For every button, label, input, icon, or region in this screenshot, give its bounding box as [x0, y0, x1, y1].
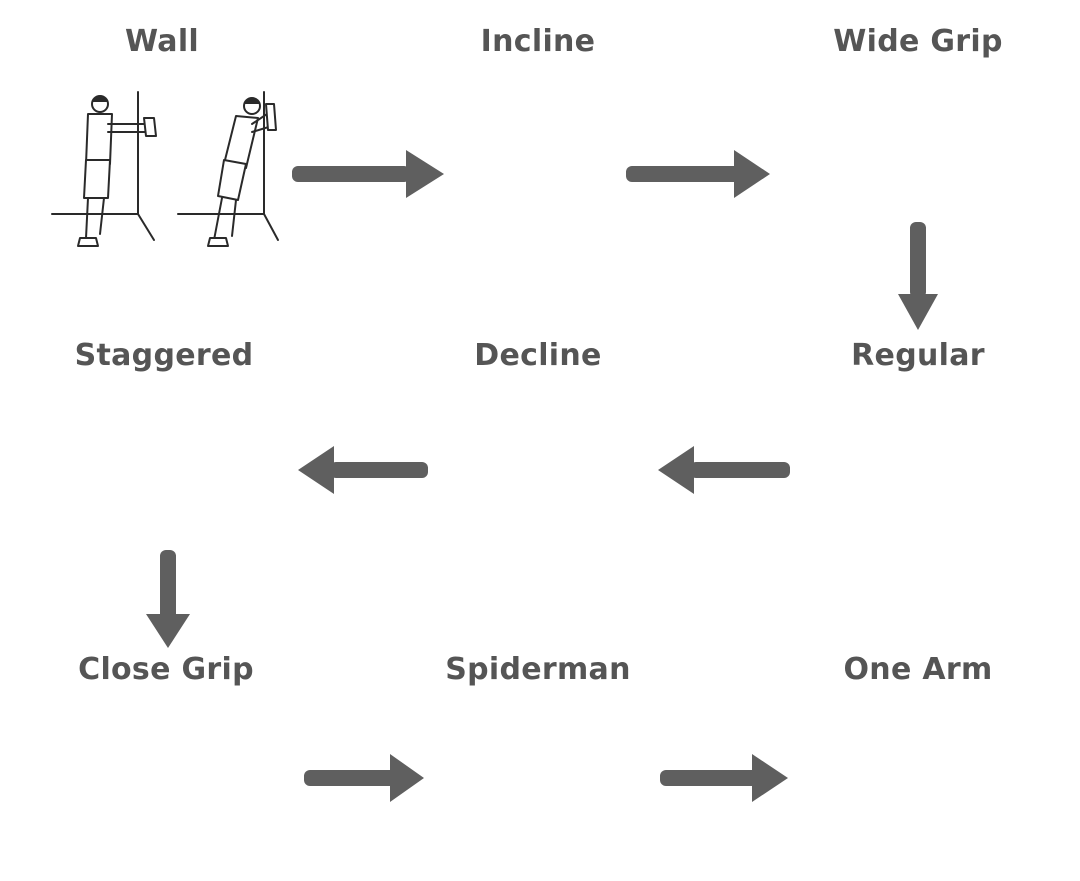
step-title-wall: Wall: [124, 24, 200, 59]
arrow-staggered-to-close-grip: [146, 550, 190, 648]
step-title-wide-grip: Wide Grip: [833, 24, 1003, 59]
arrow-incline-to-wide-grip: [626, 150, 770, 198]
step-title-one-arm: One Arm: [843, 652, 993, 687]
arrow-decline-to-staggered: [298, 446, 428, 494]
arrow-spiderman-to-one-arm: [660, 754, 788, 802]
step-title-close-grip: Close Grip: [78, 652, 254, 687]
step-title-regular: Regular: [851, 338, 985, 373]
arrow-regular-to-decline: [658, 446, 790, 494]
step-title-staggered: Staggered: [74, 338, 254, 373]
step-title-decline: Decline: [474, 338, 602, 373]
arrow-wide-grip-to-regular: [898, 222, 938, 330]
arrow-close-grip-to-spiderman: [304, 754, 424, 802]
step-title-incline: Incline: [480, 24, 596, 59]
step-title-spiderman: Spiderman: [445, 652, 631, 687]
wall-pushup-illustration: [51, 91, 279, 247]
arrow-wall-to-incline: [292, 150, 444, 198]
